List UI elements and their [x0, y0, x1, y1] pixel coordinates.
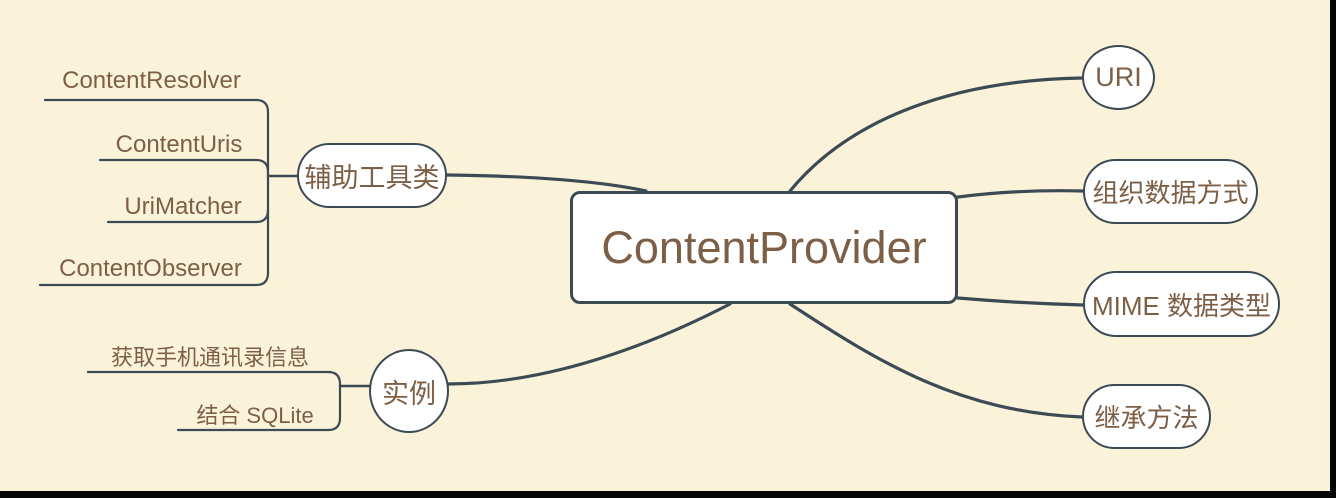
window-edge-bottom [0, 491, 1336, 498]
edge-root-to-uri [788, 76, 1084, 193]
node-root-label: ContentProvider [601, 221, 927, 273]
leaf-content-uris[interactable]: ContentUris [115, 131, 243, 158]
node-helper-tools[interactable]: 辅助工具类 [297, 143, 447, 208]
leaf-get-contacts-info[interactable]: 获取手机通讯录信息 [110, 345, 309, 370]
node-uri-label: URI [1095, 62, 1142, 92]
leaf-content-observer[interactable]: ContentObserver [59, 255, 242, 282]
node-example[interactable]: 实例 [369, 349, 449, 433]
underline-uri-matcher [106, 208, 270, 224]
node-inherit-methods-label: 继承方法 [1094, 403, 1199, 433]
node-mime-type[interactable]: MIME 数据类型 [1083, 271, 1280, 337]
edge-example-to-root [446, 302, 732, 386]
node-mime-type-label: MIME 数据类型 [1091, 290, 1272, 321]
node-helper-tools-label: 辅助工具类 [304, 163, 440, 193]
edge-root-to-organize [956, 189, 1085, 199]
node-organize-data[interactable]: 组织数据方式 [1083, 159, 1258, 224]
node-example-label: 实例 [382, 378, 436, 409]
underline-content-uris [98, 158, 270, 174]
node-inherit-methods[interactable]: 继承方法 [1082, 384, 1211, 449]
node-organize-data-label: 组织数据方式 [1092, 178, 1249, 208]
leaf-uri-matcher[interactable]: UriMatcher [124, 193, 242, 220]
edge-root-to-inherit [788, 302, 1084, 419]
edge-root-to-mime [956, 296, 1085, 307]
window-edge-right [1330, 0, 1336, 498]
leaf-content-resolver[interactable]: ContentResolver [62, 67, 241, 94]
bracket-example-children [86, 370, 342, 432]
leaf-combine-sqlite[interactable]: 结合 SQLite [196, 403, 314, 428]
node-root[interactable]: ContentProvider [570, 191, 958, 304]
bracket-helper-children [38, 98, 270, 287]
edge-helper-to-root [445, 173, 648, 193]
node-uri[interactable]: URI [1082, 45, 1155, 110]
